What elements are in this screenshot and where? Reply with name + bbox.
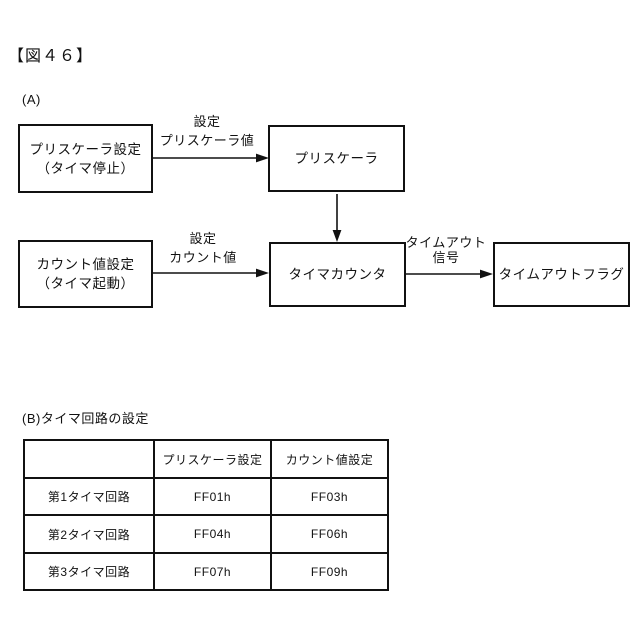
timeout-signal-line2: 信号 bbox=[432, 250, 460, 265]
arrow-timeout-signal bbox=[406, 269, 493, 279]
count-setting-line1: カウント値設定 bbox=[36, 257, 135, 272]
cell-timer3-prescaler: FF07h bbox=[153, 552, 272, 591]
timeout-flag-box: タイムアウトフラグ bbox=[493, 242, 630, 307]
cell-timer1-count: FF03h bbox=[270, 477, 389, 516]
cell-timer3-count: FF09h bbox=[270, 552, 389, 591]
set-prescaler-value-line1: 設定 bbox=[193, 114, 221, 129]
section-b-label: (B)タイマ回路の設定 bbox=[22, 411, 149, 426]
timer-settings-table: プリスケーラ設定 カウント値設定 第1タイマ回路 FF01h FF03h 第2タ… bbox=[23, 439, 389, 591]
arrow-set-count bbox=[153, 268, 269, 278]
cell-timer2-count: FF06h bbox=[270, 514, 389, 554]
prescaler-setting-line1: プリスケーラ設定 bbox=[29, 141, 142, 157]
cell-timer3-name: 第3タイマ回路 bbox=[23, 552, 155, 591]
cell-timer1-name: 第1タイマ回路 bbox=[23, 477, 155, 516]
table-row-timer3: 第3タイマ回路 FF07h FF09h bbox=[23, 552, 389, 591]
header-empty-cell bbox=[23, 439, 155, 479]
cell-timer1-prescaler: FF01h bbox=[153, 477, 272, 516]
timeout-signal-label: タイムアウト 信号 bbox=[398, 235, 494, 265]
prescaler-setting-line2: （タイマ停止） bbox=[36, 160, 135, 176]
header-count-setting: カウント値設定 bbox=[270, 439, 389, 479]
figure-title: 【図４６】 bbox=[8, 48, 94, 65]
arrow-set-prescaler bbox=[153, 153, 269, 163]
arrow-prescaler-to-counter bbox=[332, 194, 342, 242]
set-prescaler-value-label: 設定 プリスケーラ値 bbox=[148, 112, 266, 150]
count-setting-line2: （タイマ起動） bbox=[36, 276, 135, 291]
prescaler-box: プリスケーラ bbox=[268, 125, 405, 192]
timeout-signal-line1: タイムアウト bbox=[405, 235, 487, 250]
table-header-row: プリスケーラ設定 カウント値設定 bbox=[23, 439, 389, 479]
prescaler-label: プリスケーラ bbox=[294, 151, 379, 166]
header-prescaler-setting: プリスケーラ設定 bbox=[153, 439, 272, 479]
set-prescaler-value-line2: プリスケーラ値 bbox=[159, 133, 255, 148]
set-count-value-label: 設定 カウント値 bbox=[146, 229, 260, 267]
timer-counter-box: タイマカウンタ bbox=[269, 242, 406, 307]
table-row-timer1: 第1タイマ回路 FF01h FF03h bbox=[23, 477, 389, 516]
count-setting-box: カウント値設定 （タイマ起動） bbox=[18, 240, 153, 308]
prescaler-setting-box: プリスケーラ設定 （タイマ停止） bbox=[18, 124, 153, 193]
set-count-value-line2: カウント値 bbox=[169, 250, 237, 265]
cell-timer2-prescaler: FF04h bbox=[153, 514, 272, 554]
timeout-flag-label: タイムアウトフラグ bbox=[498, 267, 625, 282]
set-count-value-line1: 設定 bbox=[189, 231, 217, 246]
timer-counter-label: タイマカウンタ bbox=[288, 267, 387, 282]
cell-timer2-name: 第2タイマ回路 bbox=[23, 514, 155, 554]
table-row-timer2: 第2タイマ回路 FF04h FF06h bbox=[23, 514, 389, 554]
section-a-label: (A) bbox=[22, 92, 41, 107]
